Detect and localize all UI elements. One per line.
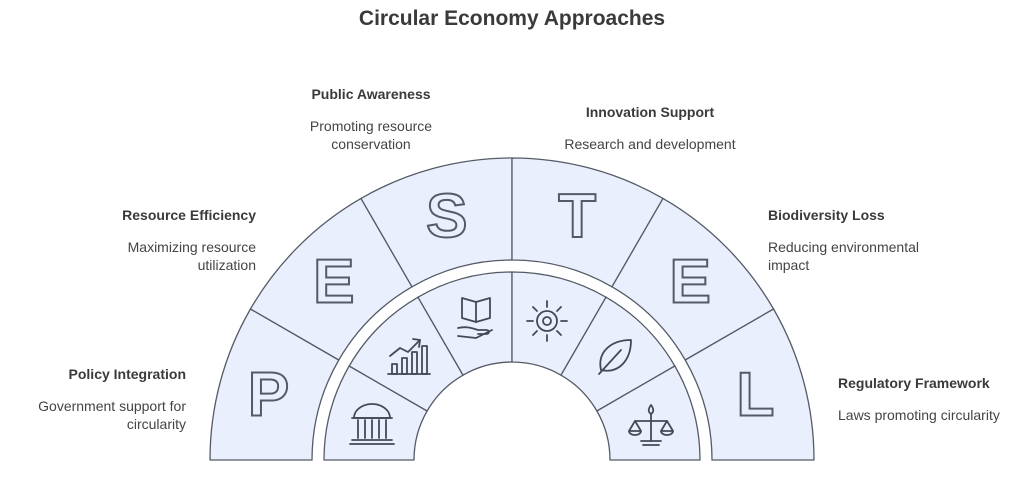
desc-public-awareness: Promoting resource conservation bbox=[309, 118, 433, 152]
scales-icon bbox=[628, 404, 674, 446]
book-hand-icon bbox=[457, 297, 493, 339]
label-public-awareness: Public Awareness Promoting resource cons… bbox=[296, 85, 446, 153]
letter-1: P bbox=[248, 360, 289, 429]
label-regulatory-framework: Regulatory Framework Laws promoting circ… bbox=[838, 374, 1018, 424]
heading-innovation-support: Innovation Support bbox=[585, 104, 715, 120]
letter-3: S bbox=[426, 182, 467, 251]
letter-4: T bbox=[558, 182, 596, 251]
label-innovation-support: Innovation Support Research and developm… bbox=[555, 103, 745, 153]
desc-policy-integration: Government support for circularity bbox=[38, 398, 186, 432]
desc-resource-efficiency: Maximizing resource utilization bbox=[127, 239, 256, 273]
growth-chart-icon bbox=[387, 338, 431, 375]
heading-biodiversity-loss: Biodiversity Loss bbox=[768, 207, 885, 223]
diagram-title: Circular Economy Approaches bbox=[358, 7, 666, 30]
letter-6: L bbox=[736, 360, 774, 429]
label-policy-integration: Policy Integration Government support fo… bbox=[16, 365, 186, 433]
government-building-icon bbox=[349, 403, 395, 445]
leaf-icon bbox=[598, 339, 632, 375]
outer-segment-6 bbox=[684, 308, 815, 461]
label-resource-efficiency: Resource Efficiency Maximizing resource … bbox=[106, 206, 256, 274]
heading-policy-integration: Policy Integration bbox=[68, 366, 186, 382]
desc-innovation-support: Research and development bbox=[564, 136, 736, 152]
label-biodiversity-loss: Biodiversity Loss Reducing environmental… bbox=[768, 206, 933, 274]
heading-public-awareness: Public Awareness bbox=[311, 86, 431, 102]
sun-icon bbox=[526, 300, 568, 342]
heading-resource-efficiency: Resource Efficiency bbox=[122, 207, 256, 223]
inner-segment-6 bbox=[595, 365, 701, 461]
heading-regulatory-framework: Regulatory Framework bbox=[838, 375, 990, 391]
desc-regulatory-framework: Laws promoting circularity bbox=[838, 407, 1000, 423]
letter-2: E bbox=[313, 247, 354, 316]
desc-biodiversity-loss: Reducing environmental impact bbox=[768, 239, 919, 273]
letter-5: E bbox=[670, 247, 711, 316]
